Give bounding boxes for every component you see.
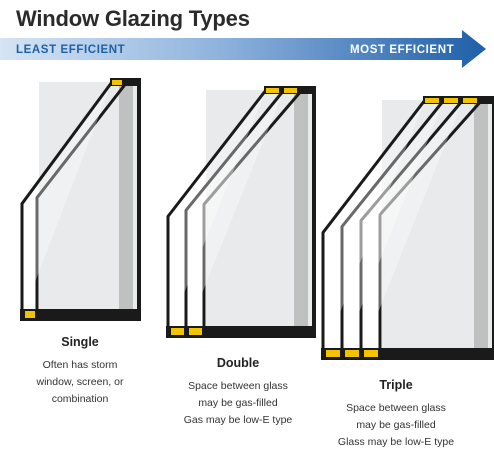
triple-bottom-seal-1: [326, 350, 340, 357]
double-desc-line-2: may be gas-filled: [198, 397, 278, 409]
triple-top-seal-1: [425, 98, 439, 103]
triple-pane-1: [321, 99, 427, 355]
double-description: Space between glass may be gas-filled Ga…: [148, 378, 328, 429]
double-desc-line-1: Space between glass: [188, 380, 288, 392]
efficiency-arrow: [0, 30, 486, 68]
double-bottom-sill: [166, 326, 316, 338]
double-top-seal-1: [266, 88, 279, 93]
triple-top-seal-2: [444, 98, 458, 103]
single-desc-line-1: Often has storm: [42, 359, 118, 371]
triple-top-seal-3: [463, 98, 477, 103]
triple-desc-line-2: may be gas-filled: [356, 419, 436, 431]
triple-spacer-bar: [474, 104, 488, 351]
single-description: Often has storm window, screen, or combi…: [0, 357, 170, 408]
triple-desc-line-1: Space between glass: [346, 402, 446, 414]
single-bottom-sill: [20, 309, 141, 321]
single-top-seal-1: [112, 80, 122, 85]
triple-description: Space between glass may be gas-filled Gl…: [306, 400, 486, 451]
arrow-shape: [0, 30, 486, 68]
page-title: Window Glazing Types: [16, 6, 250, 31]
single-title: Single: [61, 335, 99, 349]
double-pane-2: [184, 89, 286, 333]
triple-pane-2: [340, 99, 446, 355]
single-bottom-seal-1: [25, 311, 35, 318]
single-spacer-bar: [119, 86, 133, 312]
single-desc-line-3: combination: [51, 393, 109, 405]
double-pane-1: [166, 89, 268, 333]
triple-desc-line-3: Glass may be low-E type: [337, 436, 455, 448]
single-desc-line-2: window, screen, or: [36, 376, 124, 388]
double-bottom-seal-2: [189, 328, 202, 335]
single-pane-1: [20, 81, 114, 316]
triple-bottom-seal-2: [345, 350, 359, 357]
triple-top-cap: [423, 96, 494, 104]
triple-bottom-seal-3: [364, 350, 378, 357]
double-top-seal-2: [284, 88, 297, 93]
double-bottom-seal-1: [171, 328, 184, 335]
triple-pane-3: [359, 99, 465, 355]
triple-title: Triple: [379, 378, 413, 392]
single-top-cap: [110, 78, 141, 86]
most-efficient-label: MOST EFFICIENT: [350, 44, 455, 56]
least-efficient-label: LEAST EFFICIENT: [16, 44, 126, 56]
double-title: Double: [216, 356, 260, 370]
double-spacer-bar: [294, 94, 308, 329]
double-desc-line-3: Gas may be low-E type: [183, 414, 293, 426]
